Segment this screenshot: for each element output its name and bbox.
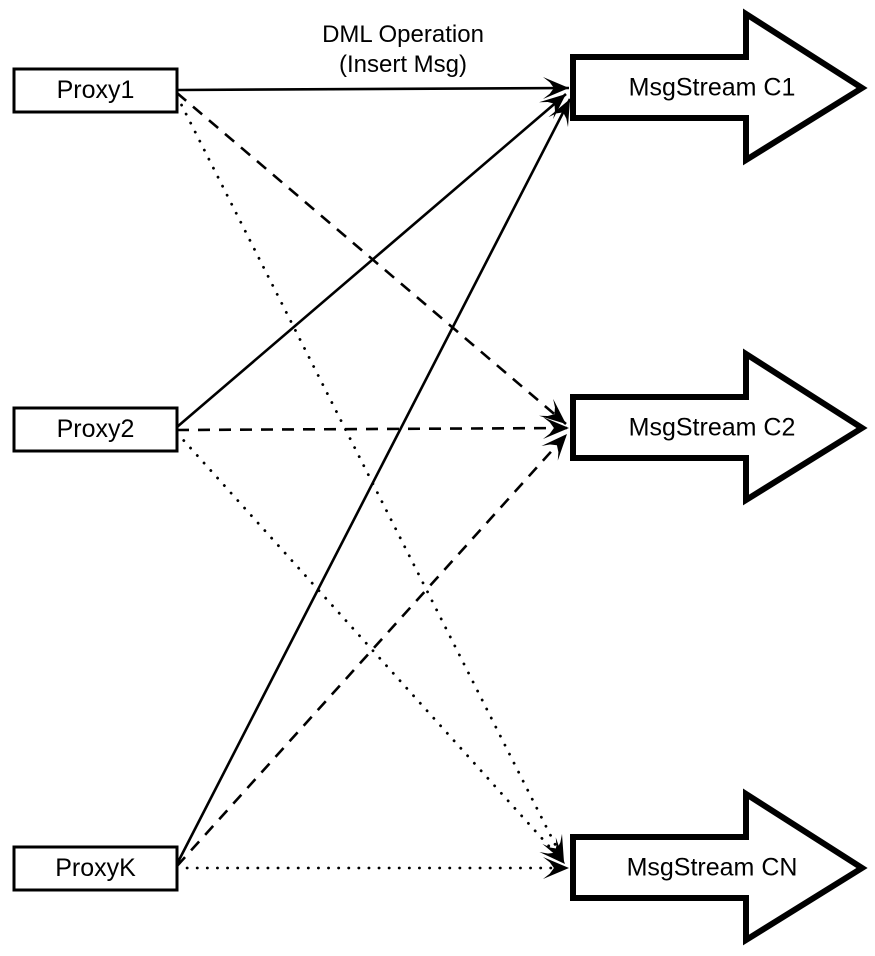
edge-p1-c2 — [176, 92, 567, 425]
edges-layer — [175, 86, 572, 870]
stream-arrow-shape — [570, 8, 868, 166]
edge-pk-c1 — [175, 98, 572, 865]
edge-p1-cn — [175, 94, 566, 864]
arrowhead-head-p2-cn — [539, 837, 565, 864]
stream-label: MsgStream C1 — [629, 74, 796, 102]
proxy-label: Proxy2 — [57, 415, 135, 443]
arrowhead-head-pk-c2 — [541, 434, 567, 461]
proxy-box — [12, 406, 179, 453]
stream-stream_cn[interactable]: MsgStream CN — [570, 788, 868, 946]
edge-label-dml-operation: DML Operation (Insert Msg) — [322, 21, 484, 78]
edge-p2-cn — [175, 431, 567, 866]
arrowhead-head-p2-c1 — [539, 94, 566, 120]
arrowhead-head-p1-c1 — [543, 77, 569, 99]
edge-p2-c1 — [176, 93, 567, 428]
streams-layer: MsgStream C1 MsgStream C2 MsgStream CN — [570, 8, 868, 946]
arrowhead-head-p1-c2 — [539, 398, 566, 424]
stream-label: MsgStream C2 — [629, 414, 796, 442]
proxy-node-proxyk[interactable]: ProxyK — [12, 845, 179, 892]
stream-arrow-shape — [570, 348, 868, 506]
edge-p2-c2 — [176, 426, 570, 432]
proxy-box — [12, 845, 179, 892]
proxy-box — [12, 67, 179, 114]
edge-label-line2: (Insert Msg) — [339, 51, 467, 78]
stream-stream_c1[interactable]: MsgStream C1 — [570, 8, 868, 166]
arrowhead-head-p2-c2 — [543, 417, 569, 439]
proxy-node-proxy1[interactable]: Proxy1 — [12, 67, 179, 114]
proxy-node-proxy2[interactable]: Proxy2 — [12, 406, 179, 453]
stream-label: MsgStream CN — [627, 854, 798, 882]
edge-pk-c2 — [176, 433, 568, 867]
edge-label-line1: DML Operation — [322, 21, 484, 48]
stream-stream_c2[interactable]: MsgStream C2 — [570, 348, 868, 506]
proxy-label: Proxy1 — [57, 76, 135, 104]
stream-arrow-shape — [570, 788, 868, 946]
edge-p1-c1 — [176, 86, 570, 92]
arrowhead-head-pk-c1 — [548, 99, 570, 128]
arrowheads-layer — [539, 77, 570, 879]
proxy-label: ProxyK — [55, 854, 136, 882]
arrowhead-head-pk-cn — [543, 857, 569, 879]
